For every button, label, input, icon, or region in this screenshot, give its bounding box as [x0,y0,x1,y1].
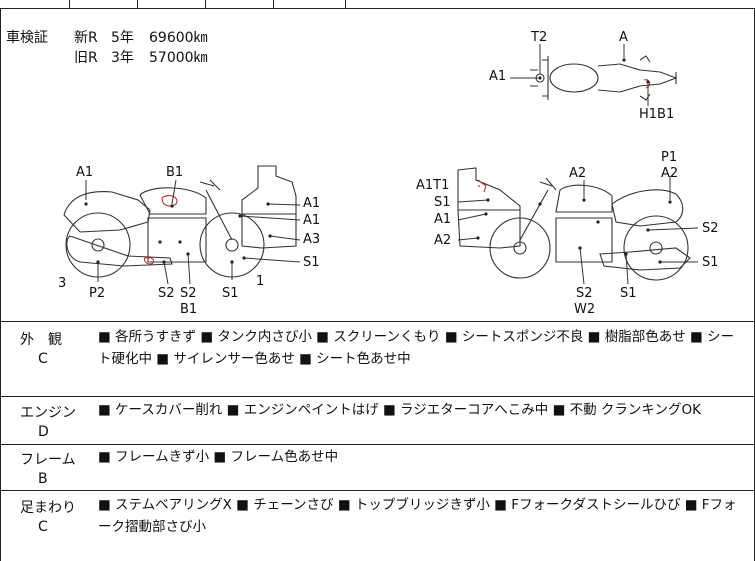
diagram-label: A1 [303,196,321,211]
diagram-label: S1 [434,195,451,210]
top-border [0,8,755,9]
left-view-bike [63,165,297,278]
diagram-label: S1 [222,286,239,301]
section-title-suspension: 足まわり [20,500,76,516]
section-divider [0,321,755,322]
top-divider [205,0,206,9]
section-grade-engine: D [38,424,49,440]
section-notes-exterior: ■ 各所うすきず ■ タンク内さび小 ■ スクリーンくもり ■ シートスポンジ不… [98,329,735,367]
diagram-label: 3 [58,276,67,291]
diagram-label: A1 [489,69,507,84]
section-grade-exterior: C [38,351,48,367]
diagram-label: B1 [166,165,184,180]
section-notes-engine: ■ ケースカバー削れ ■ エンジンペイントはげ ■ ラジエターコアへこみ中 ■ … [98,402,701,418]
diagram-label: A3 [303,232,321,247]
registration-years: 5年 [111,30,134,46]
section-notes-frame: ■ フレームきず小 ■ フレーム色あせ中 [98,449,339,465]
top-view-bike [524,55,678,101]
diagram-label: A1 [76,165,94,180]
diagram-label: 1 [256,274,265,289]
section-grade-suspension: C [38,519,48,535]
section-divider [0,444,755,445]
diagram-label: A1 [303,213,321,228]
diagram-label: W2 [574,302,596,317]
registration-km: 69600㎞ [149,30,208,46]
top-divider [345,0,346,9]
diagram-label: A [619,30,628,45]
diagram-label: B1 [180,302,198,317]
diagram-label: S1 [702,255,719,270]
diagram-label: P1 [661,150,678,165]
top-divider [69,0,70,9]
diagram-label: S2 [158,286,175,301]
section-title-frame: フレーム [20,452,76,468]
diagram-label: A2 [569,166,587,181]
diagram-label: S2 [180,286,197,301]
diagram-label: S2 [576,286,593,301]
diagram-label: A1T1 [416,178,450,193]
diagram-label: S2 [702,221,719,236]
registration-type: 旧R [74,50,98,66]
section-notes-suspension: ■ ステムベアリングX ■ チェーンさび ■ トップブリッジきず小 ■ Fフォー… [98,497,737,535]
diagram-label: S1 [303,255,320,270]
diagram-label: T2 [531,30,548,45]
top-divider [273,0,274,9]
registration-label: 車検証 [6,30,48,46]
registration-km: 57000㎞ [149,50,208,66]
diagram-label: A2 [434,233,452,248]
diagram-label: A2 [661,166,679,181]
diagram-label: A1 [434,212,452,227]
diagram-label: H1B1 [639,107,675,122]
section-divider [0,396,755,397]
section-title-engine: エンジン [20,405,76,421]
left-border [0,8,1,561]
registration-years: 3年 [111,50,134,66]
top-divider [137,0,138,9]
right-view-bike [457,167,691,281]
section-grade-frame: B [38,471,48,487]
section-divider [0,490,755,491]
diagram-label: S1 [620,286,637,301]
registration-type: 新R [74,30,98,46]
section-title-exterior: 外 観 [20,332,62,348]
diagram-label: P2 [89,286,106,301]
